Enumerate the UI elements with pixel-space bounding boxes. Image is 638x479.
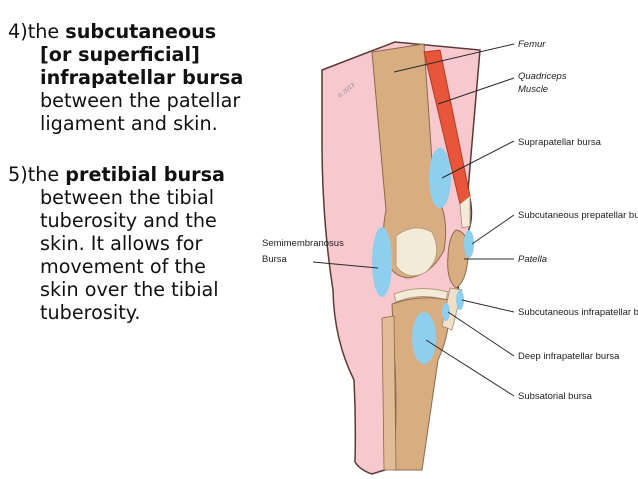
item-number: 5) bbox=[8, 163, 28, 186]
label-femur: Femur bbox=[518, 39, 546, 50]
item-text-post: between the tibial tuberosity and the sk… bbox=[40, 186, 219, 324]
label-subcutaneous-prepatellar: Subcutaneous prepatellar bursa bbox=[518, 210, 638, 221]
leader-femur bbox=[393, 43, 515, 73]
item-text-post: between the patellar ligament and skin. bbox=[40, 89, 241, 135]
item-text-pre: the bbox=[27, 163, 66, 186]
item-text-bold: subcutaneous [or superficial] infrapatel… bbox=[40, 20, 244, 89]
fibula-bone bbox=[381, 315, 397, 471]
label-suprapatellar: Suprapatellar bursa bbox=[518, 137, 602, 148]
deep-infrapatellar-bursa bbox=[442, 303, 450, 321]
bullet-item-4: 4)the subcutaneous [or superficial] infr… bbox=[8, 20, 248, 135]
item-number: 4) bbox=[8, 20, 28, 43]
femur-condyle bbox=[395, 227, 438, 277]
leader-quadriceps bbox=[437, 77, 515, 105]
label-subsatorial: Subsatorial bursa bbox=[518, 391, 593, 402]
semimembranosus-bursa bbox=[372, 227, 392, 297]
label-semimembranosus-line2: Bursa bbox=[262, 254, 288, 265]
knee-bursae-diagram: © 2013 Femur Quadriceps Muscle Suprapate… bbox=[262, 39, 638, 475]
leader-prepatellar bbox=[471, 214, 515, 245]
leader-deep-infrapatellar bbox=[447, 311, 515, 357]
text-panel: 4)the subcutaneous [or superficial] infr… bbox=[8, 20, 248, 352]
bullet-item-5: 5)the pretibial bursa between the tibial… bbox=[8, 163, 248, 324]
item-text-bold: pretibial bursa bbox=[65, 163, 225, 186]
label-patella: Patella bbox=[518, 254, 547, 265]
prepatellar-bursa bbox=[464, 230, 474, 258]
leader-subcut-infrapatellar bbox=[461, 299, 515, 313]
quadriceps-tendon bbox=[459, 195, 471, 229]
leader-subsatorial bbox=[425, 339, 515, 397]
label-deep-infrapatellar: Deep infrapatellar bursa bbox=[518, 351, 620, 362]
suprapatellar-bursa bbox=[429, 148, 451, 208]
leader-suprapatellar bbox=[441, 140, 515, 179]
subsatorial-bursa bbox=[412, 312, 436, 364]
label-quadriceps-line2: Muscle bbox=[518, 84, 548, 95]
subcutaneous-infrapatellar-bursa bbox=[456, 290, 464, 310]
label-subcutaneous-infrapatellar: Subcutaneous infrapatellar bursa bbox=[518, 307, 638, 318]
label-quadriceps-line1: Quadriceps bbox=[518, 71, 567, 82]
label-semimembranosus-line1: Semimembranosus bbox=[262, 238, 344, 249]
item-text-pre: the bbox=[27, 20, 66, 43]
leader-semimembranosus bbox=[312, 261, 379, 269]
